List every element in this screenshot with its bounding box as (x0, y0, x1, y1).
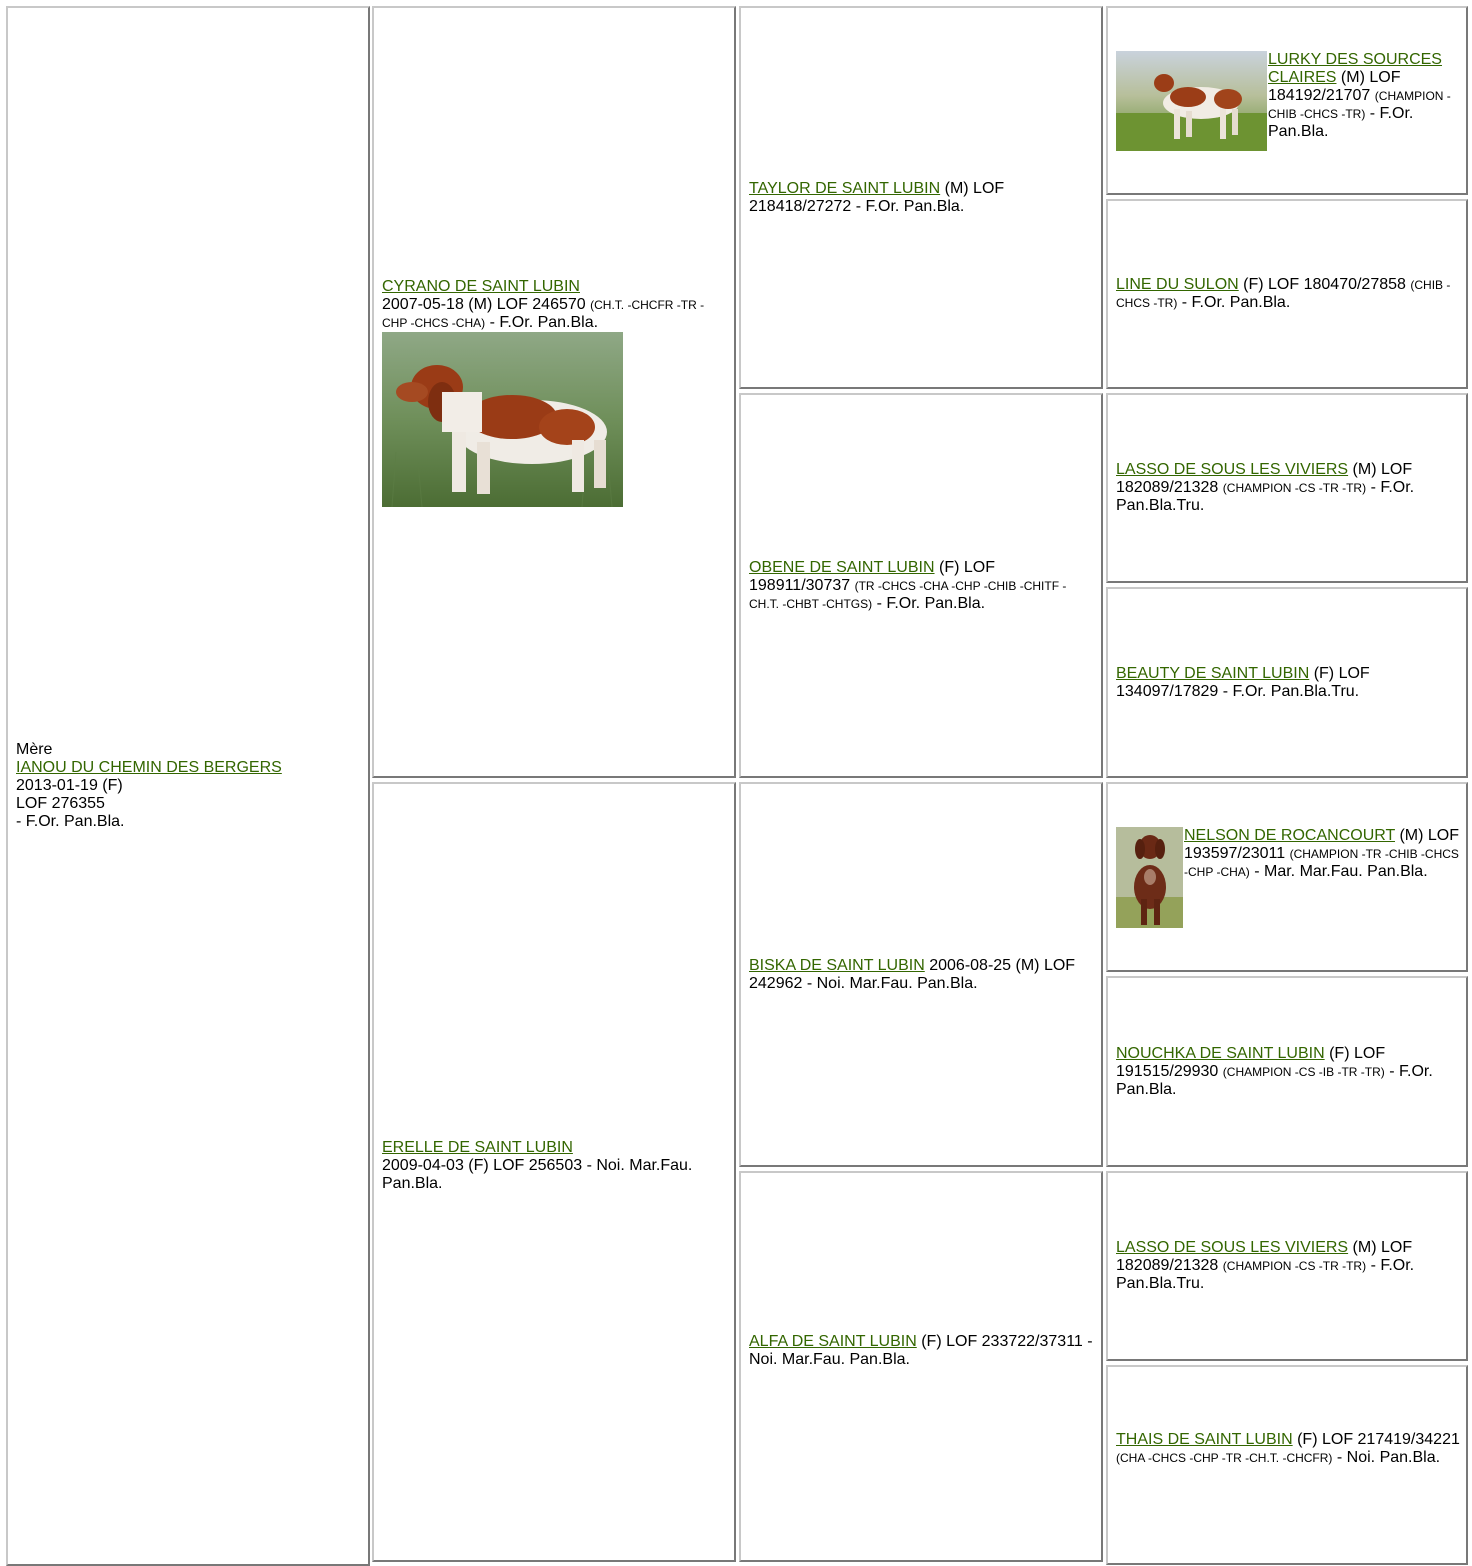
pedigree-cell-gen3: ALFA DE SAINT LUBIN (F) LOF 233722/37311… (739, 1171, 1103, 1562)
ancestor-info: LASSO DE SOUS LES VIVIERS (M) LOF 182089… (1116, 461, 1460, 515)
pedigree-cell-gen4: NELSON DE ROCANCOURT (M) LOF 193597/2301… (1106, 782, 1468, 972)
ancestor-info: BEAUTY DE SAINT LUBIN (F) LOF 134097/178… (1116, 665, 1460, 701)
mother-info: Mère IANOU DU CHEMIN DES BERGERS 2013-01… (16, 741, 362, 831)
pedigree-cell-gen4: LINE DU SULON (F) LOF 180470/27858 (CHIB… (1106, 199, 1468, 389)
ancestor-name-link[interactable]: TAYLOR DE SAINT LUBIN (749, 179, 941, 197)
ancestor-info: LURKY DES SOURCES CLAIRES (M) LOF 184192… (1116, 50, 1460, 151)
pedigree-cell-gen4: NOUCHKA DE SAINT LUBIN (F) LOF 191515/29… (1106, 976, 1468, 1167)
mother-name-link[interactable]: IANOU DU CHEMIN DES BERGERS (16, 759, 282, 776)
dog-photo-lurky[interactable] (1116, 50, 1267, 151)
ancestor-details: 2007-05-18 (M) LOF 246570 (382, 295, 586, 313)
ancestor-name-link[interactable]: LASSO DE SOUS LES VIVIERS (1116, 461, 1349, 478)
pedigree-cell-sire: CYRANO DE SAINT LUBIN 2007-05-18 (M) LOF… (372, 6, 736, 778)
ancestor-details: (F) LOF 191515/29930 (1116, 1044, 1386, 1080)
ancestor-name-link[interactable]: LASSO DE SOUS LES VIVIERS (1116, 1239, 1349, 1256)
pedigree-cell-gen3: BISKA DE SAINT LUBIN 2006-08-25 (M) LOF … (739, 782, 1103, 1167)
ancestor-name-link[interactable]: BISKA DE SAINT LUBIN (749, 956, 925, 974)
pedigree-cell-gen4: LASSO DE SOUS LES VIVIERS (M) LOF 182089… (1106, 1171, 1468, 1361)
ancestor-info: THAIS DE SAINT LUBIN (F) LOF 217419/3422… (1116, 1431, 1460, 1467)
pedigree-cell-gen4: THAIS DE SAINT LUBIN (F) LOF 217419/3422… (1106, 1365, 1468, 1565)
ancestor-info: ERELLE DE SAINT LUBIN 2009-04-03 (F) LOF… (382, 1139, 728, 1193)
ancestor-details: (F) LOF 180470/27858 (1243, 276, 1406, 293)
ancestor-info: NOUCHKA DE SAINT LUBIN (F) LOF 191515/29… (1116, 1045, 1460, 1099)
mother-label: Mère (16, 741, 53, 758)
ancestor-name-link[interactable]: LURKY DES SOURCES CLAIRES (1268, 50, 1442, 86)
ancestor-colors: - F.Or. Pan.Bla. (1116, 1062, 1433, 1098)
pedigree-cell-gen4: LASSO DE SOUS LES VIVIERS (M) LOF 182089… (1106, 393, 1468, 583)
ancestor-info: ALFA DE SAINT LUBIN (F) LOF 233722/37311… (749, 1333, 1095, 1369)
ancestor-titles: (CHA -CHCS -CHP -TR -CH.T. -CHCFR) (1116, 1451, 1333, 1465)
ancestor-titles: (CH.T. -CHCFR -TR -CHP -CHCS -CHA) (382, 297, 705, 330)
ancestor-info: CYRANO DE SAINT LUBIN 2007-05-18 (M) LOF… (382, 278, 728, 332)
ancestor-colors: - F.Or. Pan.Bla.Tru. (1116, 479, 1415, 514)
ancestor-details: (F) LOF 198911/30737 (749, 558, 995, 594)
ancestor-details: (F) LOF 134097/17829 - F.Or. Pan.Bla.Tru… (1116, 664, 1370, 700)
pedigree-cell-mother: Mère IANOU DU CHEMIN DES BERGERS 2013-01… (6, 6, 370, 1566)
ancestor-colors: - Mar. Mar.Fau. Pan.Bla. (1254, 862, 1428, 880)
ancestor-info: NELSON DE ROCANCOURT (M) LOF 193597/2301… (1116, 826, 1460, 928)
ancestor-name-link[interactable]: NELSON DE ROCANCOURT (1184, 826, 1395, 844)
ancestor-details: 2006-08-25 (M) LOF 242962 - Noi. Mar.Fau… (749, 956, 1076, 992)
ancestor-titles: (CHAMPION -CS -TR -TR) (1222, 481, 1367, 495)
ancestor-colors: - F.Or. Pan.Bla.Tru. (1116, 1257, 1415, 1292)
pedigree-cell-gen4: LURKY DES SOURCES CLAIRES (M) LOF 184192… (1106, 6, 1468, 195)
dog-photo-cyrano[interactable] (382, 331, 623, 507)
ancestor-titles: (CHAMPION -TR -CHIB -CHCS -CHP -CHA) (1184, 846, 1459, 879)
mother-colors: - F.Or. Pan.Bla. (16, 813, 125, 830)
mother-reg: LOF 276355 (16, 795, 105, 812)
ancestor-details: (M) LOF 193597/23011 (1184, 826, 1459, 862)
ancestor-info: BISKA DE SAINT LUBIN 2006-08-25 (M) LOF … (749, 957, 1095, 993)
ancestor-titles: (CHIB -CHCS -TR) (1116, 278, 1451, 310)
ancestor-colors: - F.Or. Pan.Bla. (1268, 104, 1414, 140)
ancestor-details: (M) LOF 218418/27272 - F.Or. Pan.Bla. (749, 179, 1005, 215)
ancestor-colors: - Noi. Pan.Bla. (1336, 1449, 1441, 1466)
pedigree-cell-gen4: BEAUTY DE SAINT LUBIN (F) LOF 134097/178… (1106, 587, 1468, 778)
ancestor-info: LASSO DE SOUS LES VIVIERS (M) LOF 182089… (1116, 1239, 1460, 1293)
ancestor-details: (F) LOF 233722/37311 - Noi. Mar.Fau. Pan… (749, 1333, 1093, 1368)
ancestor-titles: (TR -CHCS -CHA -CHP -CHIB -CHITF -CH.T. … (749, 578, 1067, 611)
ancestor-details: (M) LOF 184192/21707 (1268, 68, 1401, 104)
ancestor-info: TAYLOR DE SAINT LUBIN (M) LOF 218418/272… (749, 180, 1095, 216)
ancestor-name-link[interactable]: ALFA DE SAINT LUBIN (749, 1333, 917, 1350)
ancestor-details: 2009-04-03 (F) LOF 256503 - Noi. Mar.Fau… (382, 1157, 693, 1192)
ancestor-details: (F) LOF 217419/34221 (1297, 1431, 1460, 1448)
ancestor-name-link[interactable]: ERELLE DE SAINT LUBIN (382, 1139, 573, 1156)
ancestor-info: LINE DU SULON (F) LOF 180470/27858 (CHIB… (1116, 276, 1460, 312)
ancestor-colors: - F.Or. Pan.Bla. (1181, 294, 1291, 311)
mother-dob: 2013-01-19 (F) (16, 777, 123, 794)
ancestor-colors: - F.Or. Pan.Bla. (489, 313, 599, 331)
ancestor-titles: (CHAMPION -CS -IB -TR -TR) (1222, 1064, 1385, 1079)
dog-photo-nelson[interactable] (1116, 826, 1183, 928)
ancestor-details: (M) LOF 182089/21328 (1116, 461, 1413, 496)
ancestor-titles: (CHAMPION -CHIB -CHCS -TR) (1268, 88, 1451, 121)
ancestor-name-link[interactable]: BEAUTY DE SAINT LUBIN (1116, 664, 1310, 682)
pedigree-cell-dam: ERELLE DE SAINT LUBIN 2009-04-03 (F) LOF… (372, 782, 736, 1562)
ancestor-colors: - F.Or. Pan.Bla. (876, 594, 986, 612)
ancestor-name-link[interactable]: LINE DU SULON (1116, 276, 1239, 293)
ancestor-details: (M) LOF 182089/21328 (1116, 1239, 1413, 1274)
ancestor-info: OBENE DE SAINT LUBIN (F) LOF 198911/3073… (749, 559, 1095, 613)
ancestor-name-link[interactable]: NOUCHKA DE SAINT LUBIN (1116, 1044, 1325, 1062)
ancestor-titles: (CHAMPION -CS -TR -TR) (1222, 1259, 1367, 1273)
ancestor-name-link[interactable]: CYRANO DE SAINT LUBIN (382, 277, 580, 295)
pedigree-cell-gen3: OBENE DE SAINT LUBIN (F) LOF 198911/3073… (739, 393, 1103, 778)
pedigree-cell-gen3: TAYLOR DE SAINT LUBIN (M) LOF 218418/272… (739, 6, 1103, 389)
ancestor-name-link[interactable]: OBENE DE SAINT LUBIN (749, 558, 935, 576)
ancestor-name-link[interactable]: THAIS DE SAINT LUBIN (1116, 1431, 1293, 1448)
